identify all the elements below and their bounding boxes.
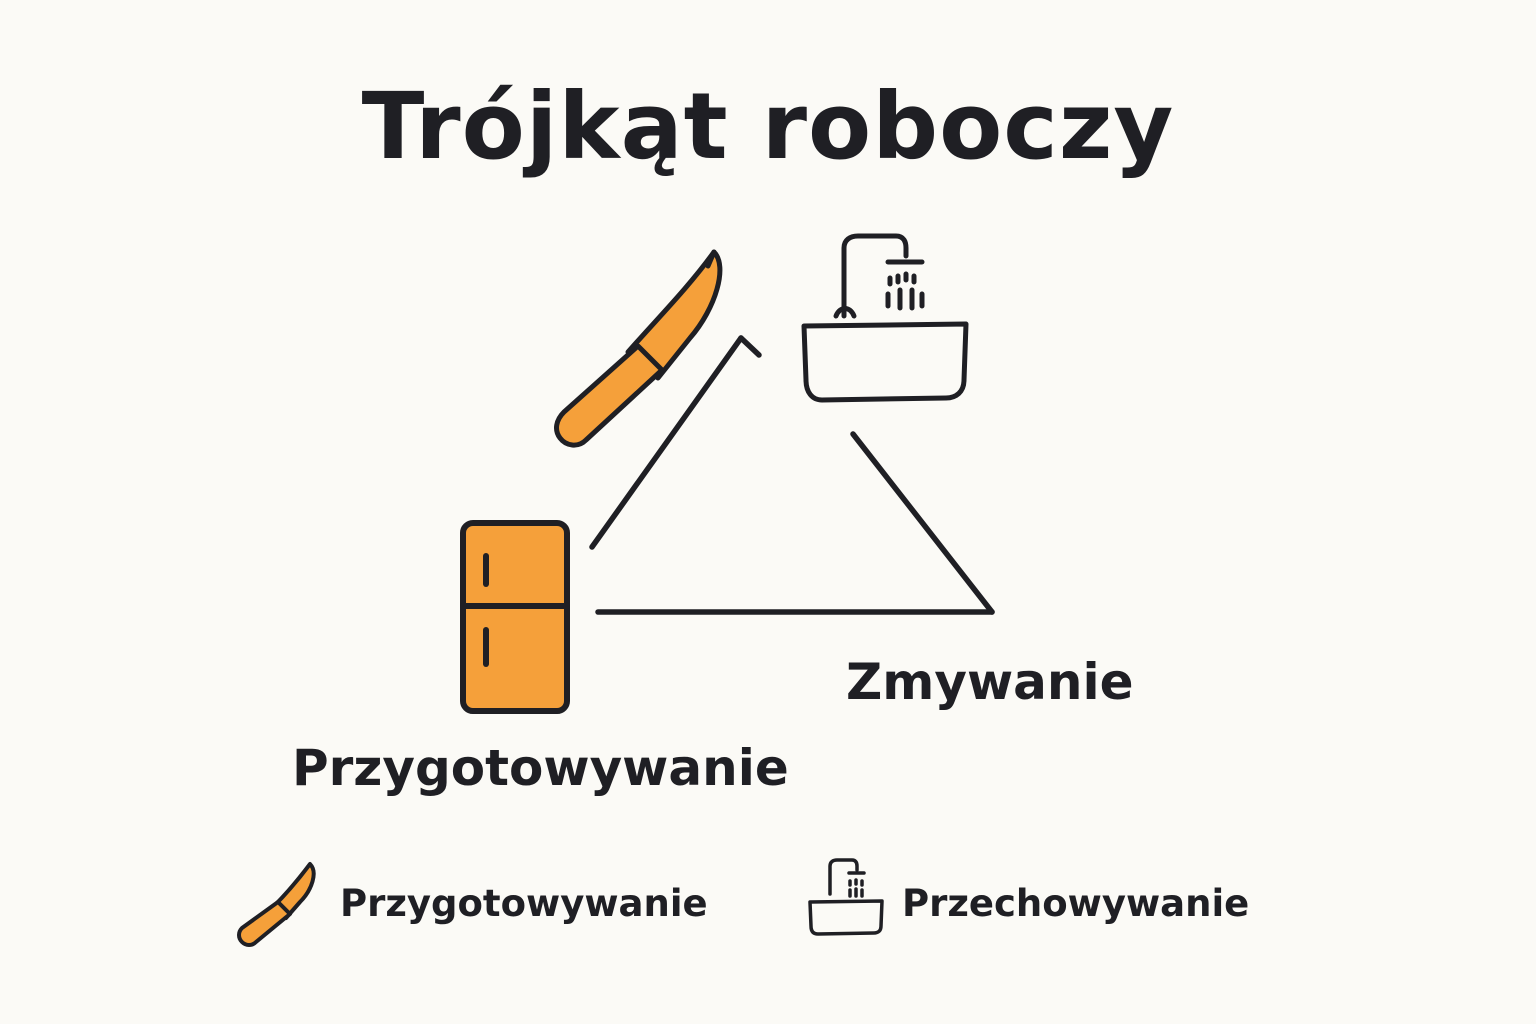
washing-label: Zmywanie — [846, 653, 1134, 711]
diagram-title: Trójkąt roboczy — [361, 73, 1175, 180]
legend-label-preparation: Przygotowywanie — [340, 882, 708, 925]
legend-label-storage: Przechowywanie — [902, 882, 1250, 925]
triangle-arrowhead — [738, 335, 762, 358]
fridge-icon — [460, 520, 570, 714]
sink-icon — [808, 858, 884, 936]
knife-icon — [554, 249, 723, 448]
knife-icon — [237, 862, 316, 947]
sink-icon — [801, 233, 969, 403]
triangle-edge-right — [850, 431, 995, 615]
preparation-label: Przygotowywanie — [292, 739, 789, 797]
triangle-edge-left — [589, 335, 744, 550]
